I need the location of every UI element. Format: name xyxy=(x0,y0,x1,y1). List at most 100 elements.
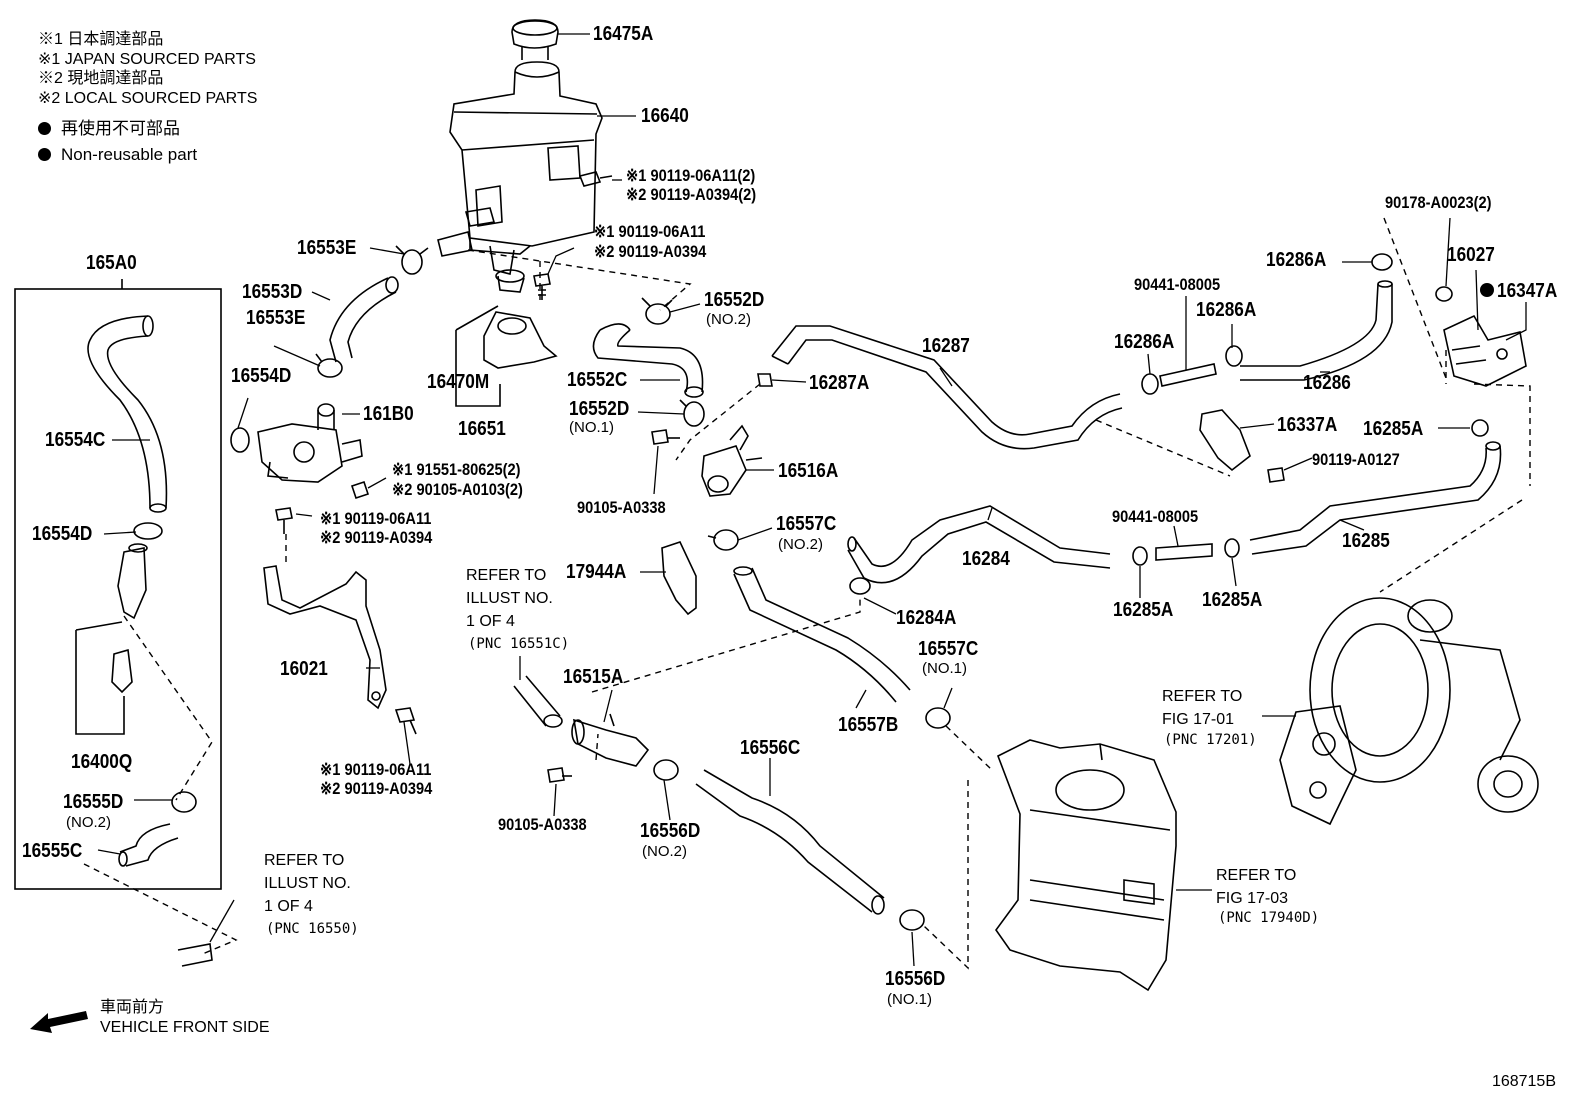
label-16557C-no2: 16557C xyxy=(776,513,837,535)
label-bolt-b4a: ※1 90119-06A11 xyxy=(320,509,432,528)
bolt-90119-06A11-lower xyxy=(275,507,293,534)
label-16557C-no1: 16557C xyxy=(918,638,979,660)
label-16285A-right: 16285A xyxy=(1202,589,1263,611)
leader-16470M-16651 xyxy=(455,305,501,407)
label-16552D-no1-sub: (NO.1) xyxy=(569,419,614,436)
box-title-165A0: 165A0 xyxy=(86,252,137,274)
label-bolt-b1b: ※2 90119-A0394(2) xyxy=(626,185,757,204)
intercooler xyxy=(995,739,1177,992)
label-16557B: 16557B xyxy=(838,714,899,736)
refer-fig-17-01: REFER TO FIG 17-01 xyxy=(1162,688,1243,728)
label-16285: 16285 xyxy=(1342,530,1390,552)
water-pipe-16515A xyxy=(571,713,650,767)
hose-16285 xyxy=(1249,441,1502,555)
refer-fig-17-03-pnc: (PNC 17940D) xyxy=(1218,910,1320,926)
bolt-91551-80625 xyxy=(350,480,370,500)
label-16640: 16640 xyxy=(641,105,689,127)
label-16556C: 16556C xyxy=(740,737,801,759)
leader-lines xyxy=(97,33,1527,967)
valve-16337A xyxy=(1199,409,1251,472)
clamp-16284A xyxy=(849,577,871,595)
label-16556D-no1-sub: (NO.1) xyxy=(887,991,932,1008)
insulator-17944A xyxy=(661,541,697,616)
label-16552D-no2: 16552D xyxy=(704,289,765,311)
clamp-16556D-no1 xyxy=(899,909,925,931)
hose-16284 xyxy=(847,505,1111,584)
non-reusable-marker-icon xyxy=(1480,283,1494,297)
water-valve-16516A xyxy=(701,424,763,497)
label-16553D: 16553D xyxy=(242,281,303,303)
clamp-16285A-right xyxy=(1224,538,1240,558)
clamp-16285A-top xyxy=(1471,419,1489,437)
legend-line-1: ※1 日本調達部品 xyxy=(38,31,164,48)
label-16552D-no1: 16552D xyxy=(569,398,630,420)
label-16285A-left: 16285A xyxy=(1113,599,1174,621)
sensor-16400Q xyxy=(111,648,133,694)
non-reusable-dot-icon xyxy=(38,148,51,161)
label-161B0: 161B0 xyxy=(363,403,414,425)
label-16553E-upper: 16553E xyxy=(297,237,357,259)
refer-fig-17-03: REFER TO FIG 17-03 xyxy=(1216,867,1297,907)
label-16552D-no2-sub: (NO.2) xyxy=(706,311,751,328)
label-90441-08005-lower: 90441-08005 xyxy=(1112,507,1199,526)
front-label-en: VEHICLE FRONT SIDE xyxy=(100,1019,270,1036)
label-16556D-no2: 16556D xyxy=(640,820,701,842)
label-16651: 16651 xyxy=(458,418,506,440)
label-16337A: 16337A xyxy=(1277,414,1338,436)
label-16555D-sub: (NO.2) xyxy=(66,814,111,831)
refer-16550-pnc: (PNC 16550) xyxy=(266,921,359,937)
bolt-90119-06A11-2 xyxy=(578,171,613,187)
hose-16554C xyxy=(87,315,168,513)
label-16554D-upper: 16554D xyxy=(231,365,292,387)
label-16554C: 16554C xyxy=(45,429,106,451)
label-16400Q: 16400Q xyxy=(71,751,133,773)
fitting-16287A xyxy=(757,373,773,387)
bolt-90119-06A11 xyxy=(533,273,551,300)
water-outlet-valve xyxy=(117,543,148,620)
label-16556D-no1: 16556D xyxy=(885,968,946,990)
label-90119-A0127: 90119-A0127 xyxy=(1312,450,1400,469)
bolt-90105-A0338-lower xyxy=(547,767,572,783)
label-16286A-top: 16286A xyxy=(1266,249,1327,271)
electric-water-pump-161B0 xyxy=(257,403,363,483)
label-17944A: 17944A xyxy=(566,561,627,583)
label-16021: 16021 xyxy=(280,658,328,680)
legend-line-2: ※1 JAPAN SOURCED PARTS xyxy=(38,50,256,68)
front-label-jp: 車両前方 xyxy=(100,999,165,1016)
reservoir-tank-16640 xyxy=(437,61,603,275)
clamp-16285A-left xyxy=(1132,546,1148,566)
hose-16556C xyxy=(695,769,885,915)
clamp-16286A-left xyxy=(1141,373,1159,395)
label-bolt-b4b: ※2 90119-A0394 xyxy=(320,528,433,547)
clamp-16554D-lower xyxy=(133,522,163,540)
clamp-16555D xyxy=(171,791,197,813)
label-16347A: 16347A xyxy=(1497,280,1558,302)
label-16286A-left: 16286A xyxy=(1114,331,1175,353)
hose-16552C xyxy=(592,323,704,398)
refer-fig-17-01-pnc: (PNC 17201) xyxy=(1164,732,1257,748)
bolt-90178-A0023 xyxy=(1435,286,1453,302)
label-16470M: 16470M xyxy=(427,371,490,393)
refer-16550: REFER TO ILLUST NO. 1 OF 4 xyxy=(264,852,351,915)
label-bolt-b1a: ※1 90119-06A11(2) xyxy=(626,166,756,185)
label-bolt-b5b: ※2 90119-A0394 xyxy=(320,779,433,798)
bolt-90119-06A11-bottom xyxy=(394,707,417,735)
label-16553E-lower: 16553E xyxy=(246,307,306,329)
illustration-code: 168715B xyxy=(1491,1073,1556,1090)
clamp-16552D-no2 xyxy=(641,297,673,325)
dashed-connections xyxy=(83,217,1531,970)
label-bolt-b3b: ※2 90105-A0103(2) xyxy=(392,480,523,499)
hose-16286 xyxy=(1240,280,1393,381)
bolt-90119-A0127 xyxy=(1267,467,1285,483)
label-16555D: 16555D xyxy=(63,791,124,813)
label-16285A-top: 16285A xyxy=(1363,418,1424,440)
hose-ref-16551C xyxy=(513,675,563,728)
hose-16555C xyxy=(118,823,179,867)
refer-16551C: REFER TO ILLUST NO. 1 OF 4 xyxy=(466,567,553,630)
clamp-16557C-no1 xyxy=(925,707,951,729)
label-90178-A0023: 90178-A0023(2) xyxy=(1385,193,1492,212)
clamp-16553E-lower xyxy=(315,353,343,378)
label-bolt-b2b: ※2 90119-A0394 xyxy=(594,242,707,261)
bracket-16021 xyxy=(263,565,387,710)
